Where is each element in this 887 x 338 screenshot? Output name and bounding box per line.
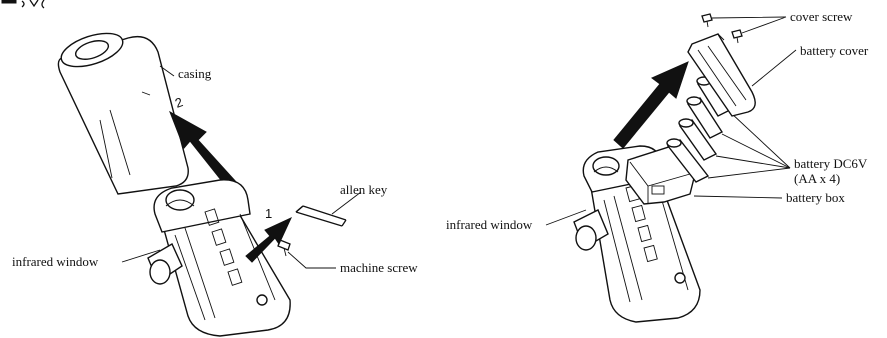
heading-fragment	[1, 0, 45, 9]
cover-screws	[701, 13, 743, 44]
right-device	[573, 145, 701, 323]
step1-arrow	[245, 216, 293, 263]
casing-leader	[159, 65, 175, 77]
machine-screw-leader	[287, 251, 336, 269]
infrared-window-leader-left	[121, 249, 161, 263]
label-battery-cover: battery cover	[800, 43, 869, 58]
step1-number: 1	[265, 206, 272, 221]
right-arrow	[613, 61, 689, 149]
allen-key	[295, 205, 347, 227]
cover-screw-leader	[711, 16, 787, 34]
battery-box-leader	[693, 195, 783, 199]
label-machine-screw: machine screw	[340, 260, 418, 275]
left-casing	[57, 32, 189, 195]
battery-leaders	[707, 111, 791, 179]
label-battery-dc6v-sub: (AA x 4)	[794, 171, 840, 186]
label-infrared-window-right: infrared window	[446, 217, 533, 232]
machine-screw	[277, 239, 291, 257]
allen-key-leader	[331, 191, 362, 215]
batteries	[666, 76, 732, 183]
left-device	[147, 179, 291, 337]
battery-cover	[687, 33, 756, 117]
label-casing: casing	[178, 66, 212, 81]
step2-number: 2	[173, 94, 185, 111]
label-battery-dc6v: battery DC6V	[794, 156, 868, 171]
infrared-window-leader-right	[545, 209, 587, 226]
label-cover-screw: cover screw	[790, 9, 853, 24]
label-battery-box: battery box	[786, 190, 845, 205]
label-allen-key: allen key	[340, 182, 388, 197]
battery-cover-leader	[751, 49, 797, 87]
label-infrared-window-left: infrared window	[12, 254, 99, 269]
